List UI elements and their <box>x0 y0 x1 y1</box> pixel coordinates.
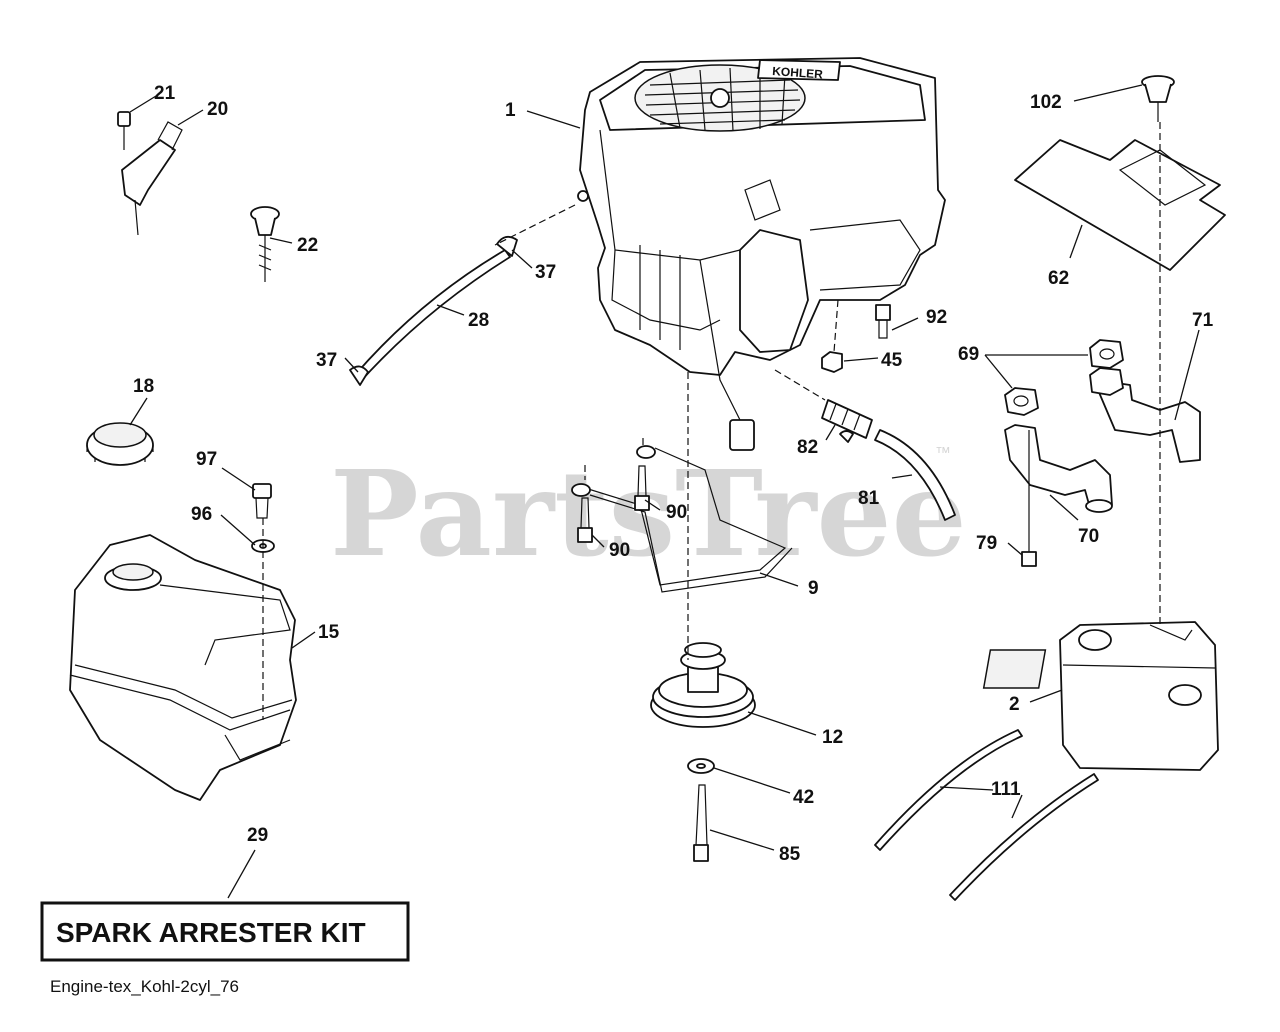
callout-96[interactable]: 96 <box>191 504 212 525</box>
callout-69[interactable]: 69 <box>958 344 979 365</box>
callout-97[interactable]: 97 <box>196 449 217 470</box>
callout-18[interactable]: 18 <box>133 376 154 397</box>
callout-9[interactable]: 9 <box>808 578 819 599</box>
fuel-line-part-81[interactable] <box>874 429 956 521</box>
engine-part[interactable]: KOHLER <box>577 57 946 451</box>
pulley-part[interactable] <box>650 642 756 728</box>
engine-brand-logo: KOHLER <box>772 64 824 82</box>
callout-79[interactable]: 79 <box>976 533 997 554</box>
callout-62[interactable]: 62 <box>1048 268 1069 289</box>
throttle-control-part[interactable] <box>117 111 183 236</box>
spark-arrester-kit-box[interactable]: SPARK ARRESTER KIT <box>40 901 410 962</box>
exhaust-pipe-part-71[interactable] <box>1089 367 1201 463</box>
knob-part[interactable] <box>250 206 280 282</box>
callout-15[interactable]: 15 <box>318 622 340 643</box>
watermark-trademark: ™ <box>935 445 951 462</box>
callout-21[interactable]: 21 <box>154 83 176 104</box>
muffler-part[interactable] <box>982 621 1219 771</box>
callout-70[interactable]: 70 <box>1078 526 1099 547</box>
callout-111[interactable]: 111 <box>991 779 1021 800</box>
gasket-part-69[interactable] <box>1004 339 1124 416</box>
callout-37-upper[interactable]: 37 <box>535 262 556 283</box>
fuel-tank-part[interactable] <box>69 534 297 801</box>
nut-part-45[interactable] <box>821 351 843 373</box>
callout-20[interactable]: 20 <box>207 99 228 120</box>
spark-arrester-kit-label: SPARK ARRESTER KIT <box>56 917 366 948</box>
bolt-part-90a[interactable] <box>577 497 593 543</box>
cap-screw-part-102[interactable] <box>1141 75 1175 122</box>
callout-2[interactable]: 2 <box>1009 694 1020 715</box>
diagram-caption: Engine-tex_Kohl-2cyl_76 <box>50 977 239 996</box>
fuel-cap-part[interactable] <box>86 422 154 466</box>
callout-90-left[interactable]: 90 <box>609 540 630 561</box>
callout-1[interactable]: 1 <box>505 100 516 121</box>
callout-29[interactable]: 29 <box>247 825 268 846</box>
breather-hose-part[interactable] <box>354 249 511 383</box>
callout-28[interactable]: 28 <box>468 310 489 331</box>
bolt-part-97[interactable] <box>252 483 272 519</box>
callout-71[interactable]: 71 <box>1192 310 1214 331</box>
fuel-filter-part-82[interactable] <box>821 399 873 443</box>
callout-45[interactable]: 45 <box>881 350 903 371</box>
assembly-lines <box>262 122 1161 720</box>
washer-part-42[interactable] <box>687 758 715 774</box>
callout-22[interactable]: 22 <box>297 235 318 256</box>
clamp-part-b[interactable] <box>349 365 369 386</box>
callout-labels: 1 2 9 12 15 18 20 21 22 28 29 37 37 42 4… <box>133 83 1214 865</box>
watermark-text: PartsTree <box>330 444 967 583</box>
callout-102[interactable]: 102 <box>1030 92 1062 113</box>
callout-85[interactable]: 85 <box>779 844 801 865</box>
bolt-part-85[interactable] <box>693 784 709 862</box>
callout-92[interactable]: 92 <box>926 307 947 328</box>
callout-81[interactable]: 81 <box>858 488 880 509</box>
exhaust-pipe-part-70[interactable] <box>1004 424 1113 513</box>
hose-part-111[interactable] <box>874 729 1099 901</box>
bolt-part-92[interactable] <box>875 304 891 339</box>
watermark: PartsTree ™ <box>330 444 967 583</box>
callout-82[interactable]: 82 <box>797 437 818 458</box>
callout-37-lower[interactable]: 37 <box>316 350 337 371</box>
callout-90-right[interactable]: 90 <box>666 502 687 523</box>
heat-shield-part[interactable] <box>1014 139 1226 271</box>
bolt-part-79[interactable] <box>1021 430 1037 567</box>
belt-guide-part[interactable] <box>571 445 793 593</box>
callout-12[interactable]: 12 <box>822 727 843 748</box>
leader-lines <box>129 84 1200 899</box>
callout-42[interactable]: 42 <box>793 787 814 808</box>
